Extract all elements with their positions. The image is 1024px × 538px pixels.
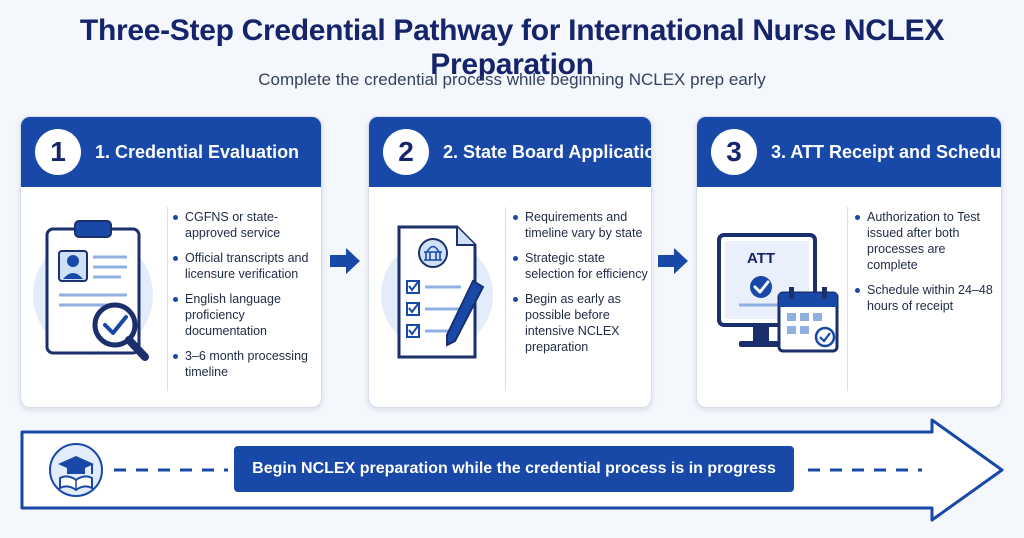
bullet-item: Schedule within 24–48 hours of receipt [855,282,997,314]
bullet-item: Requirements and timeline vary by state [513,209,649,241]
step-title: 1. Credential Evaluation [95,141,300,162]
step-header: 3 3. ATT Receipt and Scheduling [697,117,1001,187]
step-bullets: Requirements and timeline vary by state … [513,209,649,364]
arrow-right-icon [330,248,360,274]
bullet-item: Authorization to Test issued after both … [855,209,997,273]
step-number: 1 [35,129,81,175]
application-document-pen-icon [381,225,493,359]
bullet-item: Official transcripts and licensure verif… [173,250,317,282]
step-title: 3. ATT Receipt and Scheduling [771,141,1002,162]
step-header: 1 1. Credential Evaluation [21,117,321,187]
step-bullets: CGFNS or state-approved service Official… [173,209,317,389]
step-number: 3 [711,129,757,175]
page-title: Three-Step Credential Pathway for Intern… [79,14,945,81]
bullet-item: Strategic state selection for efficiency [513,250,649,282]
step-number: 2 [383,129,429,175]
clipboard-magnifier-icon [33,220,153,361]
step-bullets: Authorization to Test issued after both … [855,209,997,323]
monitor-calendar-icon: ATT [717,233,839,353]
banner-message: Begin NCLEX preparation while the creden… [234,446,794,492]
monitor-label: ATT [747,250,775,267]
step-card-state-board-application: 2 2. State Board Application Requirement… [368,116,652,408]
step-header: 2 2. State Board Application [369,117,651,187]
step-title: 2. State Board Application [443,141,652,162]
bullet-item: Begin as early as possible before intens… [513,291,649,355]
arrow-right-icon [658,248,688,274]
graduation-cap-book-icon [49,443,103,497]
bullet-item: English language proficiency documentati… [173,291,317,339]
step-card-att-receipt-scheduling: 3 3. ATT Receipt and Scheduling ATT [696,116,1002,408]
step-card-credential-evaluation: 1 1. Credential Evaluation CGFNS or stat… [20,116,322,408]
page-subtitle: Complete the credential process while be… [258,70,766,89]
bullet-item: 3–6 month processing timeline [173,348,317,380]
bullet-item: CGFNS or state-approved service [173,209,317,241]
